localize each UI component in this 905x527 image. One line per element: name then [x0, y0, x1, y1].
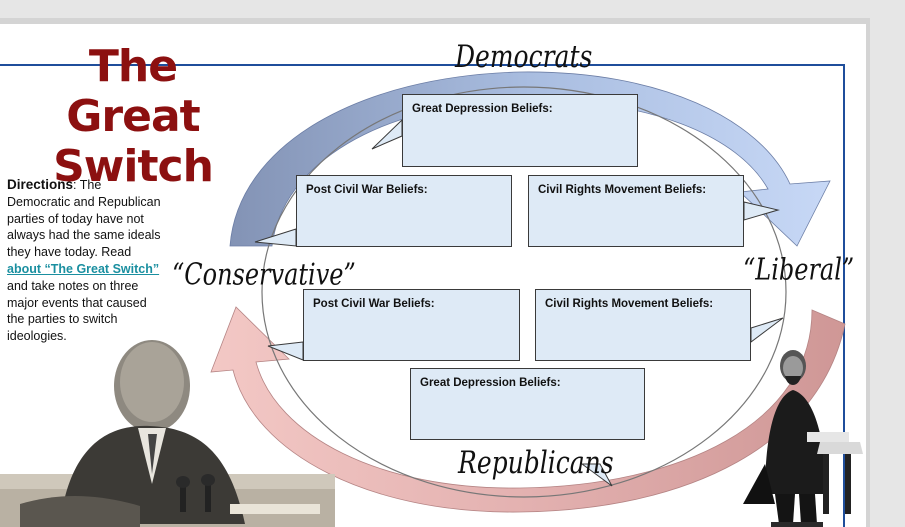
directions-lead: Directions [7, 177, 74, 192]
box-label: Great Depression Beliefs: [412, 103, 553, 115]
box-label: Civil Rights Movement Beliefs: [545, 298, 714, 310]
dem-great-depression-box[interactable]: Great Depression Beliefs: [402, 94, 638, 167]
democrats-label: Democrats [455, 38, 593, 75]
directions-body-1: : The Democratic and Republican parties … [7, 178, 161, 260]
lincoln-photo [743, 350, 863, 527]
callout-tail [750, 317, 784, 343]
box-label: Great Depression Beliefs: [420, 377, 561, 389]
dem-civil-rights-box[interactable]: Civil Rights Movement Beliefs: [528, 175, 744, 247]
page-title: The Great Switch [18, 42, 248, 192]
box-label: Civil Rights Movement Beliefs: [538, 184, 707, 196]
title-line-1: The Great [66, 41, 200, 142]
fdr-photo [0, 340, 335, 527]
great-switch-link[interactable]: about “The Great Switch” [7, 261, 160, 276]
republicans-label: Republicans [458, 444, 614, 481]
slide: The Great Switch Directions: The Democra… [0, 24, 866, 527]
cycle-diagram [210, 71, 846, 513]
dem-post-civil-war-box[interactable]: Post Civil War Beliefs: [296, 175, 512, 247]
conservative-label: “Conservative” [172, 257, 356, 292]
directions-text: Directions: The Democratic and Republica… [7, 177, 167, 345]
title-line-2: Switch [53, 141, 214, 192]
rep-great-depression-box[interactable]: Great Depression Beliefs: [410, 368, 645, 440]
box-label: Post Civil War Beliefs: [306, 184, 428, 196]
callout-tail [743, 201, 780, 221]
rep-civil-rights-box[interactable]: Civil Rights Movement Beliefs: [535, 289, 751, 361]
box-label: Post Civil War Beliefs: [313, 298, 435, 310]
rep-post-civil-war-box[interactable]: Post Civil War Beliefs: [303, 289, 520, 361]
callout-tail [580, 463, 613, 487]
top-arrow [229, 71, 831, 247]
slide-frame [0, 64, 845, 527]
cycle-oval [261, 86, 787, 498]
directions-body-2: and take notes on three major events tha… [7, 278, 147, 344]
liberal-label: “Liberal” [743, 252, 855, 287]
